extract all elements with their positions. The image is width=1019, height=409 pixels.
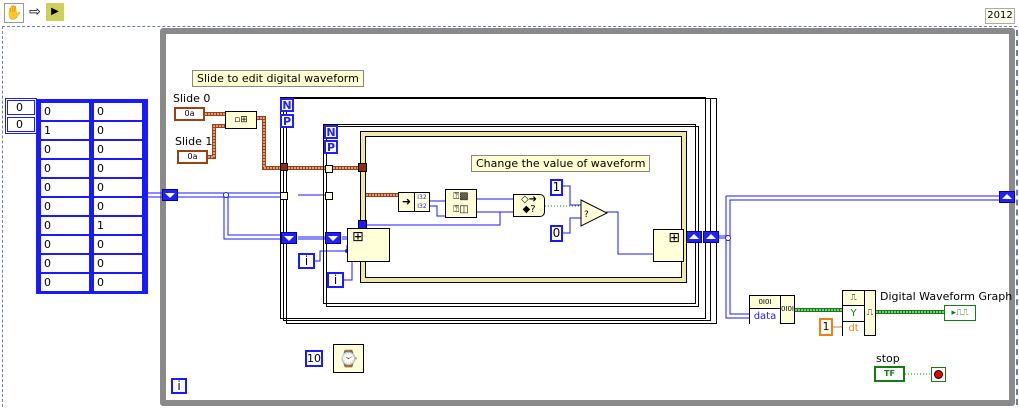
digital-data-node[interactable]: 0I0I data 0I0I (749, 295, 795, 324)
while-loop-right-dashes (1016, 30, 1018, 405)
outer-shift-register-left[interactable] (281, 232, 297, 244)
run-arrow-icon[interactable]: ⇨ (29, 4, 41, 20)
outer-iteration-terminal: i (298, 253, 315, 269)
array-cell[interactable]: 0 (94, 236, 142, 253)
array-cell[interactable]: 0 (41, 236, 89, 253)
unbundle-out-1: I32 (417, 203, 427, 210)
digital-data-header: 0I0I (750, 296, 780, 309)
array-cell[interactable]: 0 (41, 198, 89, 215)
highlight-execution-icon[interactable]: ▶ (46, 3, 64, 21)
array-cell[interactable]: 0 (41, 274, 89, 291)
build-waveform-dt: dt (843, 322, 864, 336)
slide1-glyph: 0a (187, 152, 198, 161)
array-index-display: 0 0 (5, 98, 37, 134)
inner-cluster-tunnel (325, 165, 333, 173)
inner-for-loop (323, 124, 696, 304)
array-cell[interactable]: 0 (94, 122, 142, 139)
outer-for-loop-shadow (283, 98, 711, 321)
outer-cluster-tunnel (280, 163, 288, 171)
build-waveform-node[interactable]: ⎍ Y dt ⎍ (842, 290, 876, 336)
array-cell[interactable]: 0 (94, 160, 142, 177)
array-cell[interactable]: 0 (94, 198, 142, 215)
while-shift-register-right[interactable] (999, 191, 1015, 203)
index-array-node[interactable]: ⊞ (347, 228, 390, 262)
slide1-label: Slide 1 (175, 135, 213, 148)
array-cell[interactable]: 0 (94, 255, 142, 272)
build-waveform-y: Y (843, 306, 864, 322)
array-cell[interactable]: 1 (94, 217, 142, 234)
graph-label: Digital Waveform Graph (880, 290, 1013, 303)
structure-frame (360, 131, 687, 283)
array-cell[interactable]: 1 (41, 122, 89, 139)
while-tunnel-in[interactable] (162, 189, 178, 201)
outer-shift-register-right[interactable] (703, 231, 719, 243)
outer-array-tunnel (280, 192, 288, 200)
select-node-icon[interactable]: ? (580, 199, 608, 227)
diagram-border (2, 26, 1017, 407)
bundle-node[interactable]: ▫⊞ (225, 111, 257, 129)
loop-condition-stop-icon[interactable] (931, 367, 946, 382)
svg-text:?: ? (584, 210, 589, 220)
waveform-output-icon: ⎍ (866, 308, 874, 318)
type-cast-node[interactable]: ⍰▩⍰◫ (445, 189, 477, 218)
constant-false-value[interactable]: 0 (550, 225, 563, 242)
array-cell[interactable]: 0 (41, 103, 89, 120)
in-range-node[interactable]: ◇➜◆? (513, 194, 545, 217)
stop-glyph: TF (884, 369, 895, 378)
stop-label: stop (876, 352, 900, 365)
slide0-terminal[interactable]: 0a (174, 107, 205, 121)
slide1-terminal[interactable]: 0a (177, 150, 208, 164)
unbundle-out-0: I32 (417, 194, 427, 201)
outer-loop-p: P (280, 114, 294, 128)
index-1[interactable]: 0 (7, 117, 35, 132)
inner-shift-register-right[interactable] (686, 231, 702, 243)
array-cell[interactable]: 0 (41, 160, 89, 177)
outer-loop-count-n: N (280, 98, 294, 112)
while-loop (160, 28, 1015, 406)
constant-true-value[interactable]: 1 (550, 179, 563, 196)
array-cell[interactable]: 0 (41, 141, 89, 158)
inner-iteration-terminal: i (327, 272, 344, 288)
frame-cluster-tunnel (358, 163, 367, 172)
array-cell[interactable]: 0 (94, 274, 142, 291)
replace-array-node[interactable]: ⊞ (653, 229, 684, 262)
digital-data-output: 0I0I (780, 305, 794, 313)
outer-for-loop (280, 97, 706, 319)
while-iteration-terminal: i (171, 378, 187, 394)
index-0[interactable]: 0 (7, 100, 35, 115)
array-cell[interactable]: 0 (41, 217, 89, 234)
digital-data-input-label: data (750, 309, 780, 324)
array-cell[interactable]: 0 (41, 255, 89, 272)
inner-loop-p: P (324, 140, 338, 154)
version-badge: 2012 (985, 8, 1015, 24)
slide0-glyph: 0a (184, 109, 195, 118)
inner-shift-register-left[interactable] (325, 232, 341, 244)
waveform-icon: ⎍ (843, 291, 864, 306)
inner-for-loop-shadow (326, 126, 699, 307)
array-cell[interactable]: 0 (94, 141, 142, 158)
slide0-label: Slide 0 (173, 92, 211, 105)
inner-array-tunnel (325, 192, 333, 200)
wait-timer-icon[interactable]: ⌚ (333, 344, 364, 373)
array-cell[interactable]: 0 (41, 179, 89, 196)
dt-constant[interactable]: 1 (819, 318, 833, 336)
wait-ms-constant[interactable]: 10 (305, 350, 323, 367)
comment-slide-to-edit: Slide to edit digital waveform (192, 70, 364, 87)
unbundle-arrow-icon: ➜ (401, 195, 412, 208)
comment-change-value: Change the value of waveform (471, 155, 651, 172)
digital-waveform-graph-terminal[interactable]: ▸⎍⎍ (944, 305, 976, 321)
array-cell[interactable]: 0 (94, 103, 142, 120)
array-cell[interactable]: 0 (94, 179, 142, 196)
hand-tool-icon[interactable]: ✋ (4, 3, 24, 23)
stop-terminal[interactable]: TF (874, 366, 905, 382)
inner-loop-count-n: N (324, 125, 338, 139)
